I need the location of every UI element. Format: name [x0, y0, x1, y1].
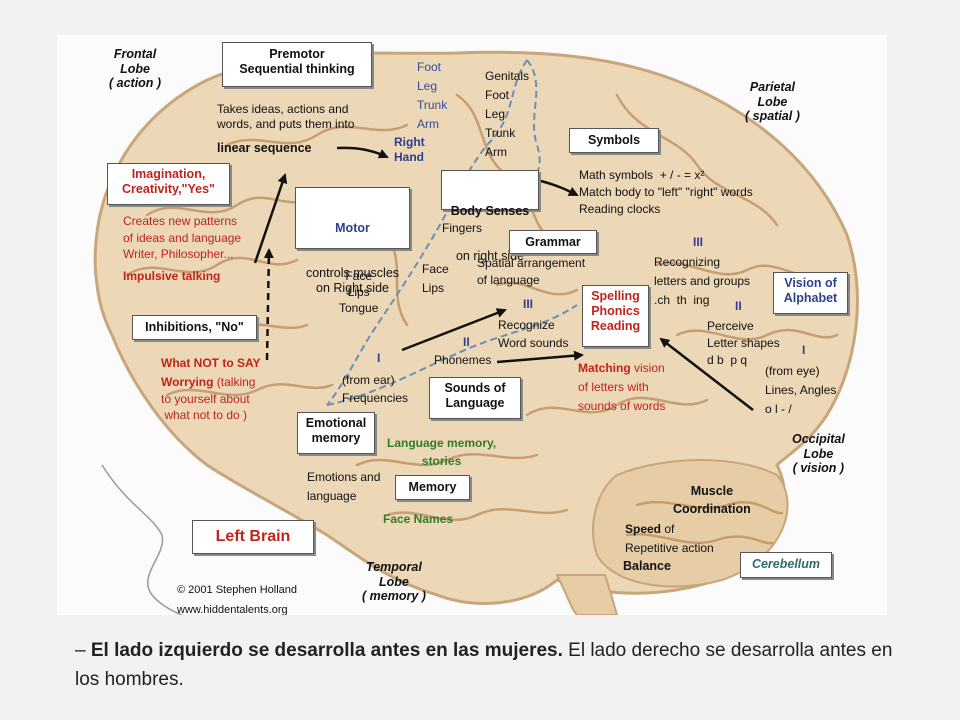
roman-i-eye: I [802, 343, 806, 357]
spatial-arrangement-text: Spatial arrangement of language [477, 256, 586, 287]
spelling-box: Spelling Phonics Reading [582, 285, 649, 347]
caption-dash: – [75, 640, 91, 661]
cerebellum-shape [592, 459, 789, 588]
balance-text: Balance [623, 559, 671, 573]
symbols-box: Symbols [569, 128, 659, 153]
arrow-eye-to-reading [659, 337, 754, 411]
arrow-premotor-to-hand [336, 146, 389, 159]
brain-diagram: Frontal Lobe ( action ) Parietal Lobe ( … [57, 35, 887, 615]
body-senses-box: Body Senses on right side [441, 170, 539, 263]
motor-desc: controls muscles on Right side [305, 266, 400, 295]
face-names-text: Face Names [383, 512, 454, 526]
phonemes-text: Phonemes [434, 353, 492, 367]
perceive-letter-shapes-text: Perceive Letter shapes d b p q [707, 319, 780, 367]
left-brain-box: Left Brain [192, 520, 314, 554]
parietal-lobe-label: Parietal Lobe ( spatial ) [745, 80, 800, 123]
arrow-phonemes-to-matching [496, 350, 584, 364]
matching-label: Matching [578, 361, 631, 375]
brainstem-shape [555, 574, 619, 615]
copyright-text: © 2001 Stephen Holland www.hiddentalents… [177, 584, 298, 615]
caption: – El lado izquierdo se desarrolla antes … [75, 636, 905, 694]
foot-leg-trunk-arm-text: Foot Leg Trunk Arm [417, 60, 448, 131]
creates-text: Creates new patterns of ideas and langua… [123, 214, 242, 261]
caption-rest: El lado derecho se desarrolla antes en l… [75, 640, 893, 690]
speed-label: Speed [625, 522, 662, 536]
matching-rest-text: vision of letters with sounds of words [578, 361, 666, 413]
roman-ii-phonemes: II [463, 335, 470, 349]
worrying-label: Worrying [161, 375, 214, 389]
temporal-lobe-label: Temporal Lobe ( memory ) [362, 560, 426, 603]
from-eye-text: (from eye) Lines, Angles o l - / [765, 364, 837, 416]
muscle-coordination-text: Muscle Coordination [673, 484, 751, 516]
speed-text: Speed of Repetitive action [625, 520, 714, 558]
arrow-inhibitions-up [263, 248, 274, 361]
math-symbols-text: Math symbols + / - = x² Match body to "l… [579, 168, 753, 216]
speed-rest-text: of Repetitive action [625, 522, 714, 555]
caption-bold: El lado izquierdo se desarrolla antes en… [90, 640, 563, 661]
linear-sequence-text: linear sequence [217, 141, 312, 155]
motor-title: Motor [335, 221, 370, 235]
face-lips-tongue-text: Face Lips Tongue [339, 269, 379, 315]
roman-ii-perceive: II [735, 299, 742, 313]
face-outline [101, 464, 183, 615]
recognize-word-sounds-text: Recognize Word sounds [498, 318, 569, 350]
from-ear-text: (from ear) Frequencies [342, 373, 409, 405]
fingers-text: Fingers [442, 221, 483, 235]
roman-iii-recognize: III [523, 297, 534, 311]
central-sulcus [326, 59, 528, 406]
impulsive-talking-text: Impulsive talking [123, 269, 221, 283]
frontal-lobe-label: Frontal Lobe ( action ) [109, 47, 162, 90]
what-not-to-say-text: What NOT to SAY [161, 356, 261, 370]
matching-text: Matching vision of letters with sounds o… [578, 359, 665, 416]
emotions-and-language-text: Emotions and language [307, 470, 381, 503]
memory-box: Memory [395, 475, 470, 500]
occipital-lobe-label: Occipital Lobe ( vision ) [792, 432, 845, 475]
premotor-box: Premotor Sequential thinking [222, 42, 372, 87]
roman-iii-recognizing: III [693, 235, 704, 249]
sounds-of-language-box: Sounds of Language [429, 377, 521, 419]
recognizing-letters-text: Recognizing letters and groups .ch th in… [654, 255, 751, 307]
emotional-memory-box: Emotional memory [297, 412, 375, 454]
grammar-box: Grammar [509, 230, 597, 254]
arrow-frequencies-to-recognize [401, 308, 507, 352]
motor-box: Motor controls muscles on Right side [295, 187, 410, 295]
vision-of-alphabet-box: Vision of Alphabet [773, 272, 848, 314]
language-memory-text: Language memory, stories [387, 436, 497, 468]
right-hand-text: Right Hand [394, 135, 425, 164]
takes-ideas-text: Takes ideas, actions and words, and puts… [217, 102, 355, 131]
cerebellum-box: Cerebellum [740, 552, 832, 578]
inhibitions-box: Inhibitions, "No" [132, 315, 257, 340]
talking-text: (talking to yourself about what not to d… [161, 375, 256, 422]
genitals-text: Genitals Foot Leg Trunk Arm [485, 69, 530, 159]
sylvian-fissure [326, 304, 578, 406]
face-lips-text: Face Lips [422, 262, 449, 295]
brain-illustration [93, 50, 859, 615]
roman-i-ear: I [377, 351, 381, 365]
imagination-box: Imagination, Creativity,"Yes" [107, 163, 230, 205]
arrow-body-to-symbols [536, 178, 579, 197]
arrow-imagination-up [253, 173, 288, 264]
worrying-text: Worrying (talking to yourself about what… [161, 374, 255, 424]
body-senses-title: Body Senses [450, 204, 530, 218]
